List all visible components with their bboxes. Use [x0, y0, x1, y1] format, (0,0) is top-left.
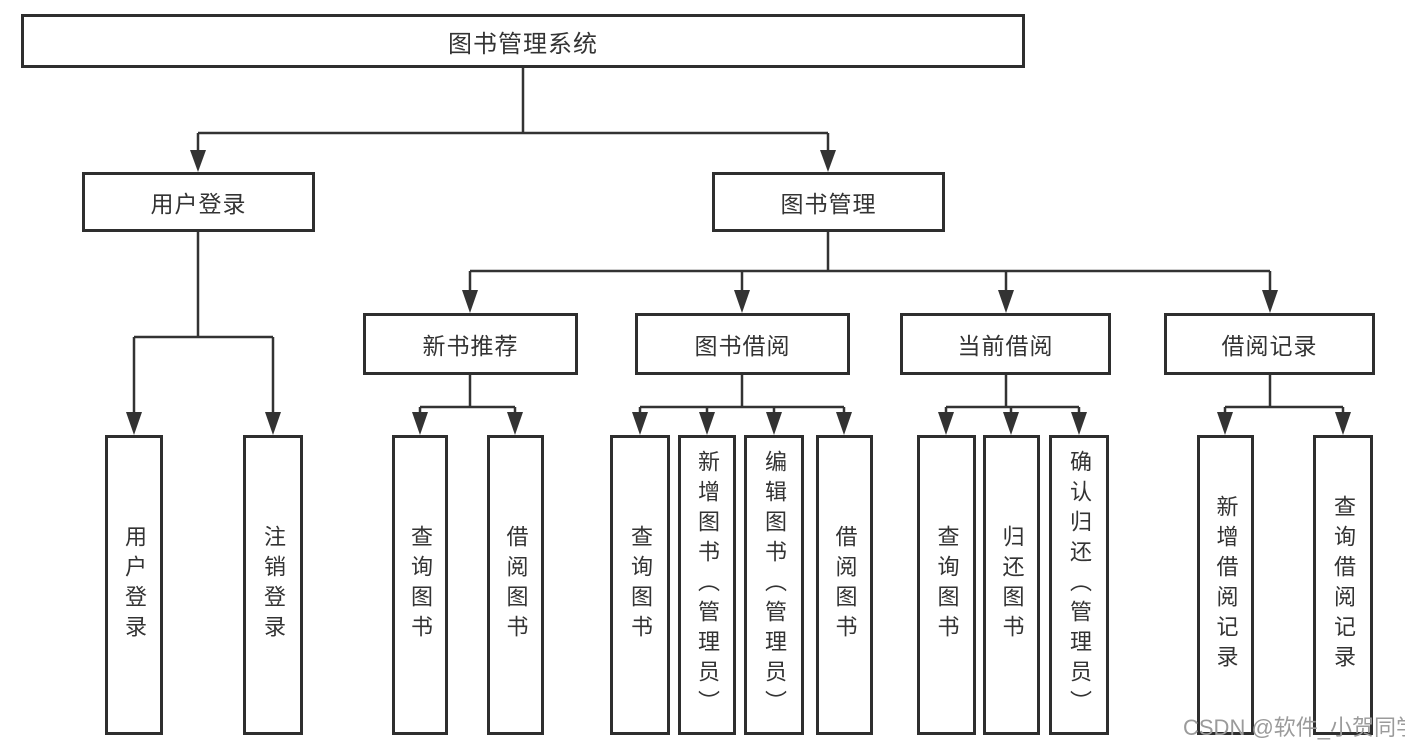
node-new-book-recommend: 新书推荐: [363, 313, 578, 375]
leaf-add-borrow-record: 新增借阅记录: [1197, 435, 1254, 735]
node-label: 当前借阅: [957, 333, 1054, 359]
leaf-borrow-books: 借阅图书: [816, 435, 873, 735]
node-label: 图书借阅: [694, 333, 791, 359]
node-user-login: 用户登录: [82, 172, 315, 232]
node-label: 编辑图书（管理员）: [762, 450, 787, 720]
edges-book-borrowing-to-leaves: [632, 375, 852, 435]
leaf-edit-books-admin: 编辑图书（管理员）: [744, 435, 804, 735]
csdn-watermark: CSDN @软件_小贺同学: [1183, 715, 1405, 740]
node-root-book-management-system: 图书管理系统: [21, 14, 1025, 68]
node-label: 新增借阅记录: [1213, 495, 1239, 675]
node-label: 借阅图书: [832, 525, 858, 645]
edges-borrowing-records-to-leaves: [1217, 375, 1351, 435]
node-label: 查询借阅记录: [1331, 495, 1356, 675]
node-label: 查询图书: [628, 525, 653, 645]
node-label: 图书管理系统: [448, 30, 598, 58]
leaf-return-books: 归还图书: [983, 435, 1040, 735]
leaf-user-login: 用户登录: [105, 435, 163, 735]
edges-new-book-recommend-to-leaves: [412, 375, 523, 435]
node-current-borrowing: 当前借阅: [900, 313, 1111, 375]
node-label: 新书推荐: [422, 333, 519, 359]
node-label: 查询图书: [934, 525, 960, 645]
leaf-query-borrow-record: 查询借阅记录: [1313, 435, 1373, 735]
edges-root-to-level2: [190, 68, 836, 172]
node-book-management: 图书管理: [712, 172, 945, 232]
leaf-query-books-recommend: 查询图书: [392, 435, 448, 735]
node-label: 图书管理: [780, 191, 877, 217]
leaf-logout: 注销登录: [243, 435, 303, 735]
leaf-query-books-current: 查询图书: [917, 435, 976, 735]
node-label: 新增图书（管理员）: [695, 450, 720, 720]
edges-user-login-to-leaves: [126, 232, 281, 435]
node-label: 用户登录: [150, 191, 247, 217]
node-label: 借阅图书: [503, 525, 529, 645]
edges-current-borrowing-to-leaves: [938, 375, 1087, 435]
edges-book-management-to-level3: [462, 232, 1278, 313]
leaf-query-books-borrowing: 查询图书: [610, 435, 670, 735]
node-label: 查询图书: [408, 525, 433, 645]
node-label: 确认归还（管理员）: [1067, 450, 1092, 720]
node-label: 用户登录: [122, 525, 147, 645]
node-label: 注销登录: [261, 525, 286, 645]
node-borrowing-records: 借阅记录: [1164, 313, 1375, 375]
leaf-add-books-admin: 新增图书（管理员）: [678, 435, 736, 735]
node-label: 归还图书: [999, 525, 1025, 645]
leaf-confirm-return-admin: 确认归还（管理员）: [1049, 435, 1109, 735]
node-label: 借阅记录: [1221, 333, 1318, 359]
leaf-borrow-books-recommend: 借阅图书: [487, 435, 544, 735]
node-book-borrowing: 图书借阅: [635, 313, 850, 375]
